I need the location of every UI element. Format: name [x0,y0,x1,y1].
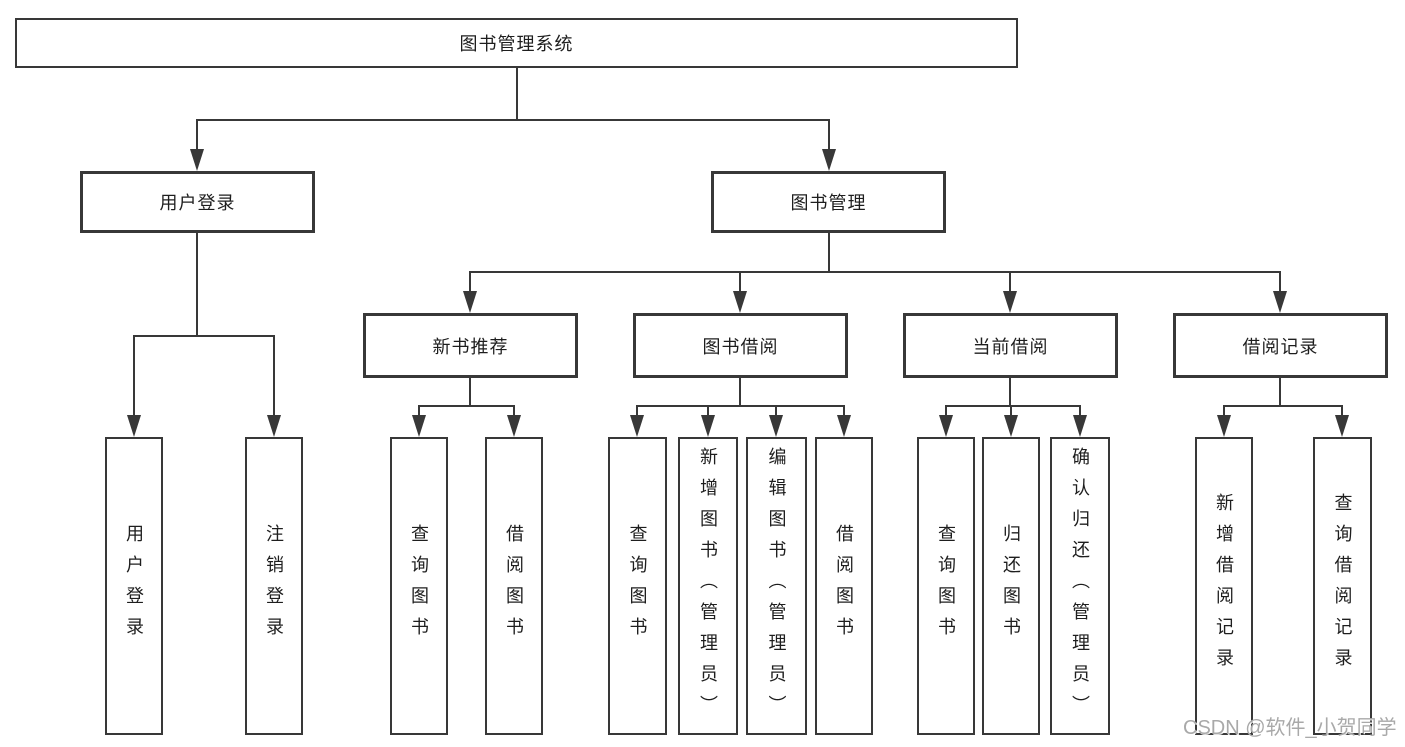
connector-line [469,271,471,293]
leaf-cb-query-books: 查询图书 [917,437,975,735]
connector-line [828,119,830,151]
leaf-br-query-record: 查询借阅记录 [1313,437,1372,735]
leaf-nb-query-books-label: 查询图书 [409,524,429,648]
connector-line [636,405,845,407]
connector-line [707,405,709,417]
arrowhead [1003,291,1017,313]
arrowhead [701,415,715,437]
arrowhead [1217,415,1231,437]
node-borrow-records-label: 借阅记录 [1242,336,1319,357]
connector-line [196,119,198,151]
connector-line [945,405,947,417]
node-borrow-records: 借阅记录 [1173,313,1388,378]
leaf-br-add-record-label: 新增借阅记录 [1214,493,1234,679]
leaf-user-login: 用户登录 [105,437,163,735]
leaf-bb-edit-books-admin: 编辑图书（管理员） [746,437,807,735]
leaf-br-add-record: 新增借阅记录 [1195,437,1253,735]
arrowhead [127,415,141,437]
node-user-login: 用户登录 [80,171,315,233]
connector-line [133,335,275,337]
arrowhead [412,415,426,437]
arrowhead [190,149,204,171]
arrowhead [1335,415,1349,437]
arrowhead [837,415,851,437]
node-current-borrow-label: 当前借阅 [972,336,1049,357]
connector-line [636,405,638,417]
leaf-bb-query-books: 查询图书 [608,437,667,735]
connector-line [1079,405,1081,417]
connector-line [418,405,420,417]
arrowhead [1004,415,1018,437]
node-book-management-label: 图书管理 [790,193,867,213]
connector-line [945,405,1081,407]
leaf-nb-query-books: 查询图书 [390,437,448,735]
connector-line [739,271,741,293]
connector-line [1279,271,1281,293]
arrowhead [267,415,281,437]
arrowhead [769,415,783,437]
leaf-nb-borrow-books: 借阅图书 [485,437,543,735]
connector-line [133,335,135,417]
connector-line [1223,405,1343,407]
node-new-book-recommend-label: 新书推荐 [432,336,509,357]
arrowhead [939,415,953,437]
leaf-bb-add-books-admin: 新增图书（管理员） [678,437,738,735]
node-book-management: 图书管理 [711,171,946,233]
leaf-cb-confirm-return-admin: 确认归还（管理员） [1050,437,1110,735]
arrowhead [1273,291,1287,313]
connector-line [1279,378,1281,407]
arrowhead [630,415,644,437]
connector-line [469,378,471,407]
connector-line [418,405,515,407]
connector-line [739,378,741,407]
connector-line [1223,405,1225,417]
connector-line [1010,405,1012,417]
node-book-borrow: 图书借阅 [633,313,848,378]
node-root-label: 图书管理系统 [459,34,574,54]
arrowhead [1073,415,1087,437]
connector-line [1341,405,1343,417]
connector-line [516,68,518,121]
leaf-cb-return-books-label: 归还图书 [1001,524,1021,648]
csdn-watermark: CSDN @软件_小贺同学 [1183,717,1397,739]
connector-line [1009,271,1011,293]
leaf-nb-borrow-books-label: 借阅图书 [504,524,524,648]
node-user-login-label: 用户登录 [159,193,236,213]
connector-line [273,335,275,417]
node-current-borrow: 当前借阅 [903,313,1118,378]
connector-line [1009,378,1011,407]
leaf-logout-label: 注销登录 [264,524,284,648]
connector-line [843,405,845,417]
leaf-cb-return-books: 归还图书 [982,437,1040,735]
leaf-cb-confirm-return-admin-label: 确认归还（管理员） [1070,446,1090,726]
leaf-logout: 注销登录 [245,437,303,735]
leaf-bb-add-books-admin-label: 新增图书（管理员） [698,446,718,726]
connector-line [196,233,198,336]
leaf-bb-borrow-books-label: 借阅图书 [834,524,854,648]
connector-line [513,405,515,417]
arrowhead [463,291,477,313]
arrowhead [733,291,747,313]
leaf-br-query-record-label: 查询借阅记录 [1332,493,1353,679]
arrowhead [507,415,521,437]
leaf-cb-query-books-label: 查询图书 [936,524,956,648]
leaf-bb-edit-books-admin-label: 编辑图书（管理员） [766,446,787,726]
leaf-bb-borrow-books: 借阅图书 [815,437,873,735]
leaf-bb-query-books-label: 查询图书 [627,524,648,648]
node-book-borrow-label: 图书借阅 [702,336,779,357]
leaf-user-login-label: 用户登录 [124,524,144,648]
connector-line [196,119,830,121]
arrowhead [822,149,836,171]
connector-line [775,405,777,417]
connector-line [828,233,830,273]
node-root: 图书管理系统 [15,18,1018,68]
node-new-book-recommend: 新书推荐 [363,313,578,378]
connector-line [469,271,1281,273]
